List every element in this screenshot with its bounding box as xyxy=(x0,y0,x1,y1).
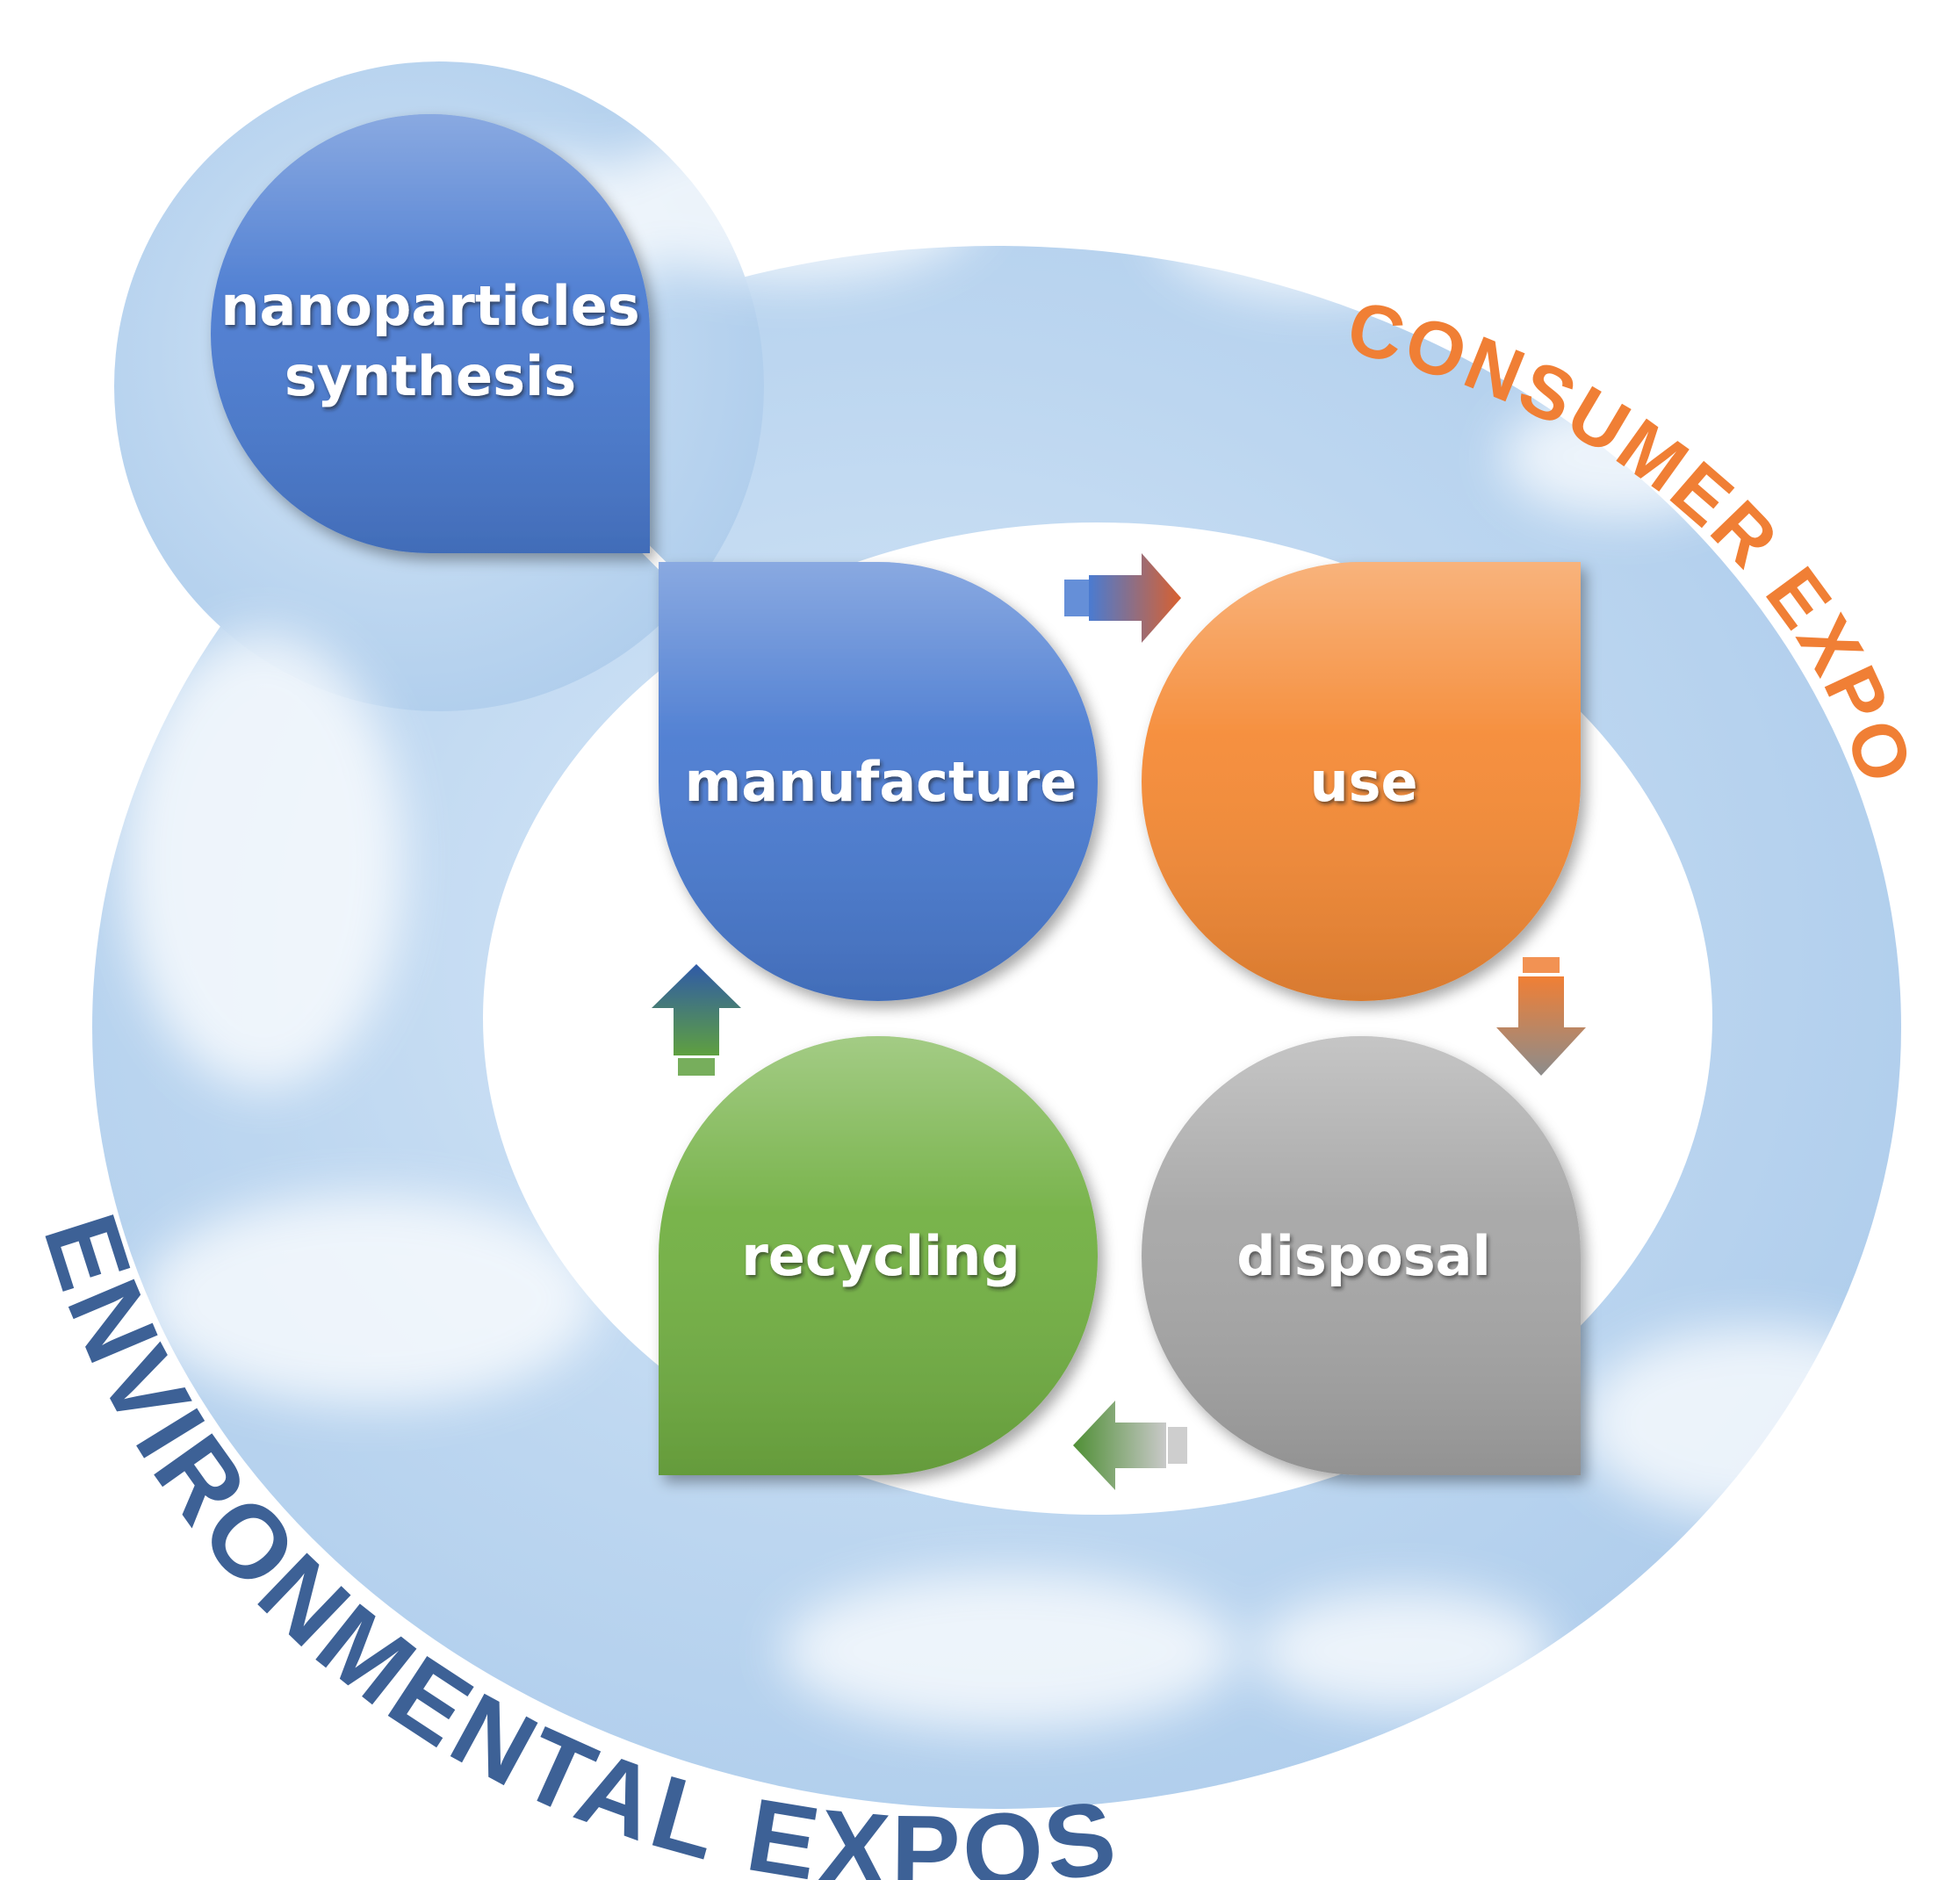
node-disposal xyxy=(1142,1036,1581,1475)
arrow-disposal-to-recycling xyxy=(1073,1401,1187,1490)
arrow-manufacture-to-use xyxy=(1064,553,1181,643)
node-recycling-label: recycling xyxy=(741,1224,1020,1288)
node-disposal-label: disposal xyxy=(1236,1224,1491,1288)
node-use-label: use xyxy=(1309,750,1417,814)
clouds xyxy=(123,123,1932,1730)
node-manufacture xyxy=(659,562,1098,1001)
node-synthesis-label-line1: nanoparticles xyxy=(220,274,639,338)
node-synthesis-label-line2: synthesis xyxy=(285,344,576,408)
arrow-recycling-to-manufacture xyxy=(652,964,741,1076)
arrow-use-to-disposal xyxy=(1496,957,1586,1076)
node-use xyxy=(1142,562,1581,1001)
node-manufacture-label: manufacture xyxy=(685,750,1077,814)
node-nanoparticles-synthesis xyxy=(211,114,650,553)
node-recycling xyxy=(659,1036,1098,1475)
